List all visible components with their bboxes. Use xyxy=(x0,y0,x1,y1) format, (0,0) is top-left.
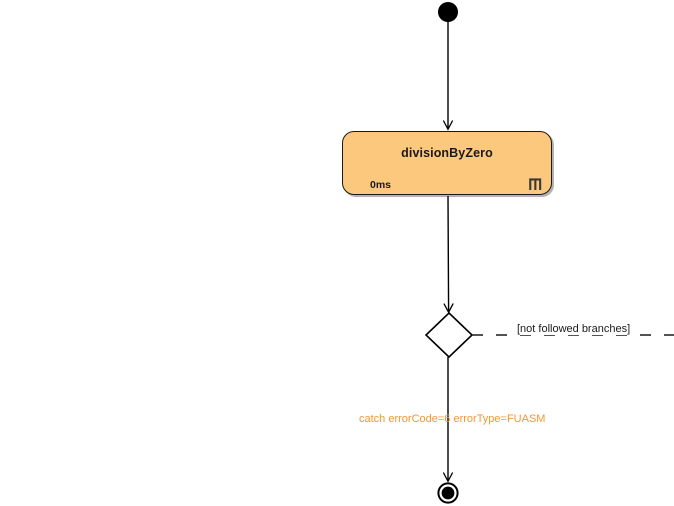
edge-label-catch-error: catch errorCode=6 errorType=FUASM xyxy=(359,413,546,425)
initial-node xyxy=(438,2,458,22)
decision-node xyxy=(424,311,474,359)
final-node-core xyxy=(441,486,455,500)
edge-label-not-followed-branches: [not followed branches] xyxy=(516,323,632,335)
activity-node-title: divisionByZero xyxy=(401,146,493,160)
edge-activity-to-decision xyxy=(448,195,449,312)
rake-subprocess-icon xyxy=(528,177,543,192)
activity-node-division-by-zero[interactable]: divisionByZero 0ms xyxy=(342,131,552,195)
activity-node-duration: 0ms xyxy=(370,179,392,191)
